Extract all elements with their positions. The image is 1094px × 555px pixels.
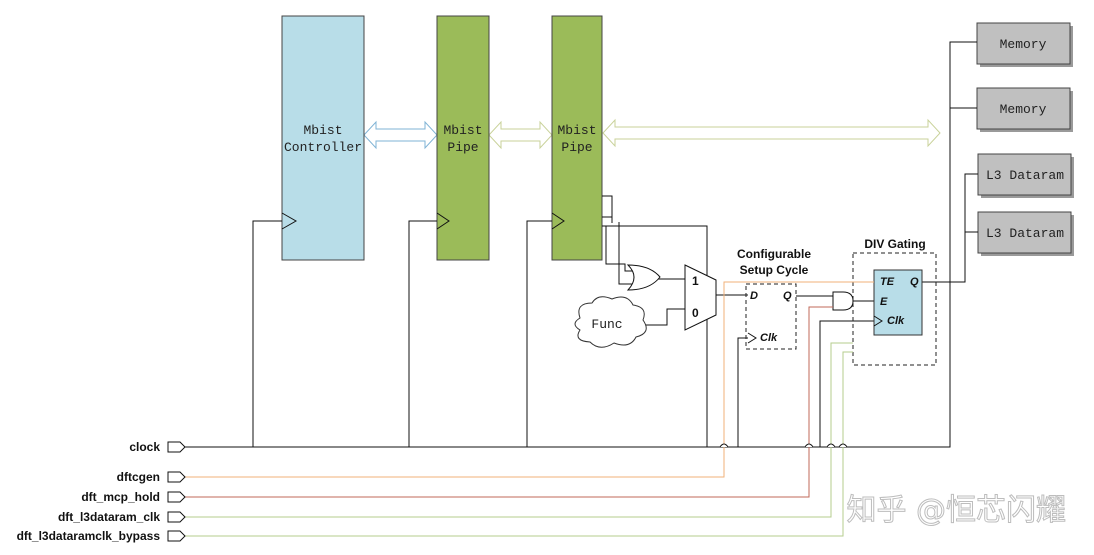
setup-clk-triangle	[747, 332, 757, 344]
memory-label-2: Memory	[1000, 102, 1047, 117]
mux-in1-label: 1	[692, 274, 699, 288]
mux: 1 0	[684, 264, 717, 331]
dft-l3dataram-clk-port	[167, 511, 186, 523]
dft-mcp-hold-signal-label: dft_mcp_hold	[81, 490, 160, 504]
mbist-pipe1-block: Mbist Pipe	[436, 15, 490, 261]
func-cloud: Func	[574, 296, 647, 348]
setup-cycle-d-pin: D	[750, 290, 758, 302]
dft-mcp-hold-port	[167, 491, 186, 503]
dftcgen-signal-label: dftcgen	[117, 470, 160, 484]
input-ports	[167, 441, 186, 542]
l3-dataram-block-2: L3 Dataram	[977, 211, 1074, 256]
div-gating-title: DIV Gating	[864, 237, 925, 251]
func-label: Func	[591, 317, 622, 332]
memory-block-2: Memory	[976, 87, 1073, 132]
memory-block-1: Memory	[976, 22, 1073, 67]
mbist-controller-block: Mbist Controller	[281, 15, 365, 261]
l3-dataram-block-1: L3 Dataram	[977, 153, 1074, 198]
div-gating-e-pin: E	[880, 296, 888, 308]
setup-cycle-title-2: Setup Cycle	[740, 263, 809, 277]
and-gate	[832, 291, 854, 311]
setup-cycle-q-pin: Q	[783, 290, 792, 302]
bus-pipe2-to-memory	[602, 118, 941, 148]
clock-signal-label: clock	[129, 440, 160, 454]
wire-crossings	[719, 443, 848, 448]
mbist-pipe2-label-2: Pipe	[561, 140, 592, 155]
dft-l3dataram-clk-signal-label: dft_l3dataram_clk	[58, 510, 160, 524]
dft-l3dataramclk-bypass-port	[167, 530, 186, 542]
dft-l3dataramclk-bypass-wire	[185, 351, 853, 537]
dftcgen-port	[167, 471, 186, 483]
div-gating-clk-pin: Clk	[887, 315, 905, 327]
mbist-pipe1-label-2: Pipe	[447, 140, 478, 155]
div-gating-te-pin: TE	[880, 276, 895, 288]
dft-mcp-hold-wire	[185, 306, 833, 498]
l3-dataram-label-1: L3 Dataram	[986, 168, 1064, 183]
div-gating-q-pin: Q	[910, 276, 919, 288]
clock-pin-triangle	[551, 212, 565, 230]
setup-cycle-clk-pin: Clk	[760, 332, 778, 344]
clock-wires	[185, 41, 978, 448]
l3-dataram-label-2: L3 Dataram	[986, 226, 1064, 241]
dft-l3dataram-clk-wire	[185, 342, 853, 518]
mbist-controller-label-2: Controller	[284, 140, 362, 155]
dftcgen-wire	[185, 281, 874, 478]
div-clk-triangle	[873, 315, 883, 327]
bus-controller-to-pipe1	[363, 120, 438, 150]
mbist-pipe2-block: Mbist Pipe	[551, 15, 603, 261]
clock-pin-triangle	[436, 212, 450, 230]
clock-pin-triangle	[281, 212, 298, 230]
memory-label-1: Memory	[1000, 37, 1047, 52]
setup-cycle-title-1: Configurable	[737, 247, 811, 261]
setup-cycle-group: Configurable Setup Cycle D Q Clk	[737, 247, 811, 350]
mbist-pipe2-label-1: Mbist	[557, 123, 596, 138]
mbist-pipe1-label-1: Mbist	[443, 123, 482, 138]
clock-port	[167, 441, 186, 453]
dft-l3dataramclk-bypass-signal-label: dft_l3dataramclk_bypass	[17, 529, 161, 543]
div-gating-group: DIV Gating TE Q E Clk	[852, 237, 937, 366]
watermark: 知乎 @恒芯闪耀	[846, 493, 1066, 528]
mux-in0-label: 0	[692, 306, 699, 320]
bus-pipe1-to-pipe2	[488, 120, 553, 150]
or-gate	[626, 264, 661, 291]
mbist-controller-label-1: Mbist	[303, 123, 342, 138]
